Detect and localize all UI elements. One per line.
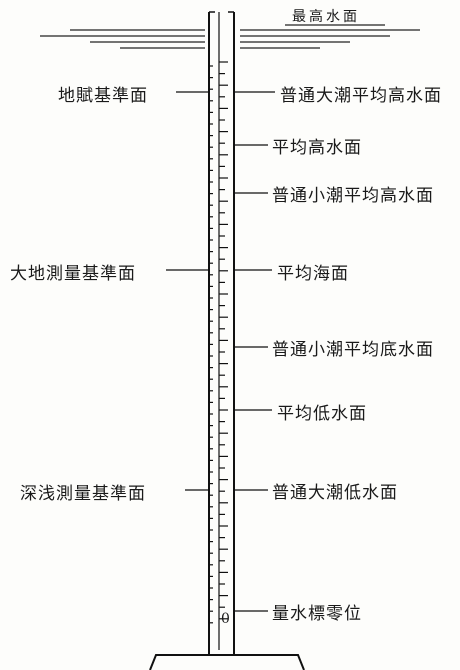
label-highest-water: 最高水面 [292,9,360,25]
water-surface-lines [40,24,420,49]
label-mean-sea: 平均海面 [277,264,349,284]
label-neap-high: 普通小潮平均高水面 [272,186,434,206]
label-gauge-zero: 量水標零位 [272,604,362,624]
label-sounding-datum: 深浅測量基準面 [20,484,146,504]
gauge-base [149,654,305,670]
label-land-datum: 地賦基準面 [58,86,148,106]
label-mean-high: 平均高水面 [272,138,362,158]
label-spring-high: 普通大潮平均高水面 [280,86,442,106]
leader-lines [166,91,275,612]
gauge-scale-ticks [209,61,228,624]
label-geodetic-datum: 大地測量基準面 [10,264,136,284]
gauge-zero-mark: 0 [221,611,231,627]
gauge-staff [208,11,235,655]
label-neap-low: 普通小潮平均底水面 [272,340,434,360]
label-mean-low: 平均低水面 [277,404,367,424]
label-spring-low: 普通大潮低水面 [272,483,398,503]
